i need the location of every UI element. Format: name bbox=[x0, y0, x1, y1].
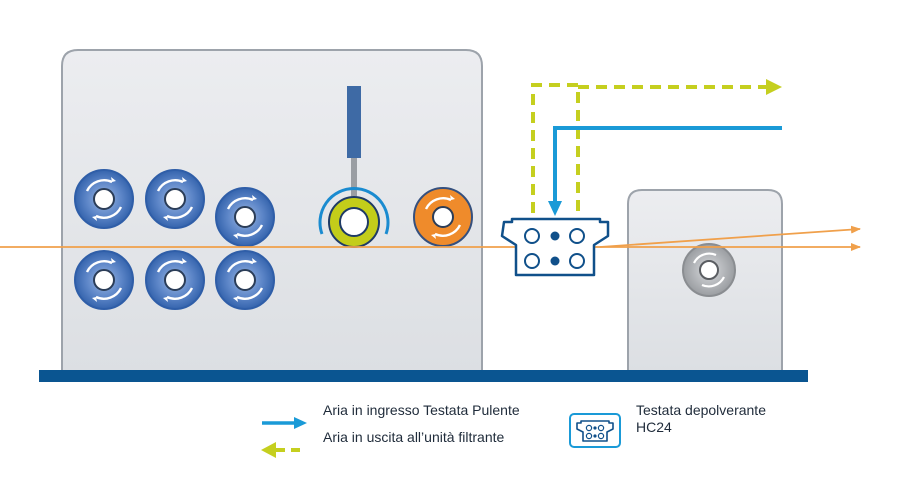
blue-roller bbox=[145, 250, 205, 310]
air-out-arrowhead bbox=[766, 79, 782, 95]
web-line-upper bbox=[599, 225, 861, 248]
legend-air-in-label: Aria in ingresso Testata Pulente bbox=[323, 402, 520, 418]
air-in-arrowhead bbox=[548, 201, 562, 216]
orange-roller bbox=[413, 187, 473, 247]
cleaning-head-icon bbox=[569, 413, 621, 448]
actuator-cylinder bbox=[347, 86, 361, 158]
legend-head-label: Testata depolverante bbox=[636, 402, 766, 418]
air-in-path bbox=[553, 126, 782, 206]
arrow-left-dashed-icon bbox=[261, 442, 306, 458]
arrow-right-icon bbox=[262, 417, 307, 429]
legend-air-out-label: Aria in uscita all’unità filtrante bbox=[323, 429, 505, 445]
blue-roller bbox=[145, 169, 205, 229]
blue-roller bbox=[215, 187, 275, 247]
blue-roller bbox=[74, 169, 134, 229]
actuator-rod bbox=[351, 156, 357, 196]
blue-roller bbox=[74, 250, 134, 310]
legend-head-model: HC24 bbox=[636, 419, 672, 435]
grey-roller bbox=[682, 243, 736, 297]
cleaning-head bbox=[500, 217, 610, 277]
machine-base bbox=[39, 370, 808, 382]
blue-roller bbox=[215, 250, 275, 310]
air-out-path bbox=[531, 83, 580, 213]
